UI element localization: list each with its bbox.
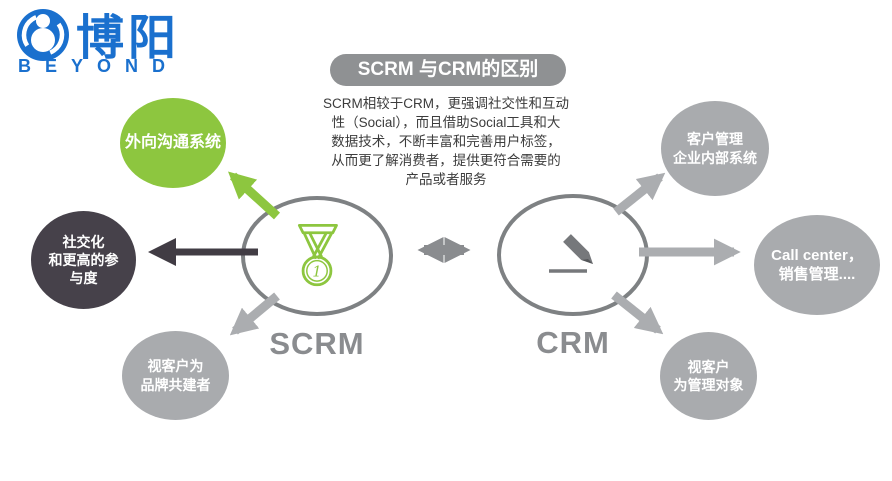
- scrm-circle: 1: [241, 196, 393, 316]
- beyond-logo: 博阳 BEYOND: [10, 4, 220, 84]
- node-social-engagement: 社交化 和更高的参 与度: [31, 211, 136, 309]
- logo-word: BEYOND: [18, 56, 180, 76]
- node-brand-cocreator: 视客户为 品牌共建者: [122, 331, 229, 420]
- scrm-label: SCRM: [269, 326, 365, 361]
- logo-name: 博阳: [76, 12, 181, 65]
- description-text: SCRM相较于CRM，更强调社交性和互动 性（Social），而且借助Socia…: [323, 96, 569, 187]
- beyond-logo-icon: [17, 9, 69, 61]
- node-internal-system: 客户管理 企业内部系统: [661, 101, 769, 196]
- svg-text:1: 1: [312, 262, 321, 280]
- crm-label: CRM: [536, 325, 610, 360]
- node-managed-object: 视客户 为管理对象: [660, 332, 757, 420]
- arrow-crm-to-internal: [613, 172, 666, 216]
- diagram-title: SCRM 与CRM的区别: [330, 54, 566, 86]
- node-call-center: Call center， 销售管理....: [754, 215, 880, 315]
- node-outbound-system: 外向沟通系统: [120, 98, 226, 188]
- pencil-icon: [549, 234, 593, 273]
- crm-circle: [497, 194, 649, 316]
- medal-first-place-icon: 1: [297, 223, 338, 287]
